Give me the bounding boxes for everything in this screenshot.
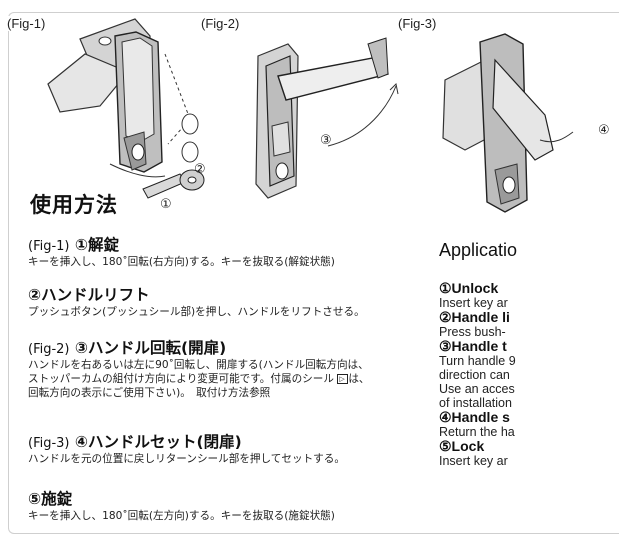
jp-s4-prefix: (Fig-3) xyxy=(28,436,70,451)
fig3-illustration xyxy=(442,33,574,213)
en-title: Applicatio xyxy=(439,240,518,260)
jp-section-2: ②ハンドルリフト プッシュボタン(プッシュシール部)を押し、ハンドルをリフトさせ… xyxy=(28,283,498,319)
jp-section-4: (Fig-3) ④ハンドルセット(閉扉) ハンドルを元の位置に戻しリターンシール… xyxy=(28,430,498,466)
jp-s3-body-1: ハンドルを右あるいは左に90˚回転し、開扉する(ハンドル回転方向は、 xyxy=(28,359,369,371)
fig2-illustration xyxy=(255,37,399,199)
callout-1: ① xyxy=(160,197,172,212)
callout-2: ② xyxy=(194,162,206,177)
fig1-label: (Fig-1) xyxy=(4,16,49,31)
jp-s1-body: キーを挿入し、180˚回転(右方向)する。キーを抜取る(解錠状態) xyxy=(28,256,335,268)
jp-section-1: (Fig-1) ①解錠 キーを挿入し、180˚回転(右方向)する。キーを抜取る(… xyxy=(28,233,498,269)
jp-s4-body: ハンドルを元の位置に戻しリターンシール部を押してセットする。 xyxy=(28,453,345,465)
jp-section-3: (Fig-2) ③ハンドル回転(開扉) ハンドルを右あるいは左に90˚回転し、開… xyxy=(28,336,498,400)
jp-title: 使用方法 xyxy=(30,193,118,217)
en-line-12: Insert key ar xyxy=(439,454,508,468)
jp-s5-heading: ⑤施錠 xyxy=(28,490,73,508)
en-line-8: of installation xyxy=(439,396,512,410)
en-line-5: Turn handle 9 xyxy=(439,354,516,368)
en-line-6: direction can xyxy=(439,368,510,382)
en-line-2: ②Handle li xyxy=(439,309,510,325)
en-line-9: ④Handle s xyxy=(439,409,510,425)
jp-section-5: ⑤施錠 キーを挿入し、180˚回転(左方向)する。キーを抜取る(施錠状態) xyxy=(28,487,498,523)
jp-s2-body: プッシュボタン(プッシュシール部)を押し、ハンドルをリフトさせる。 xyxy=(28,306,365,318)
jp-s3-body-2-wrap: ストッパーカムの組付け方向により変更可能です。付属のシール ▷は、 xyxy=(28,372,498,386)
en-line-10: Return the ha xyxy=(439,425,515,439)
fig1-illustration xyxy=(47,18,205,199)
jp-s3-heading: ③ハンドル回転(開扉) xyxy=(74,339,227,357)
en-line-1: Insert key ar xyxy=(439,296,508,310)
jp-s5-body: キーを挿入し、180˚回転(左方向)する。キーを抜取る(施錠状態) xyxy=(28,510,335,522)
en-line-0: ①Unlock xyxy=(439,281,499,296)
en-line-3: Press bush- xyxy=(439,325,506,339)
en-line-7: Use an acces xyxy=(439,382,515,396)
jp-s3-body-2: ストッパーカムの組付け方向により変更可能です。付属のシール xyxy=(28,373,338,385)
en-line-11: ⑤Lock xyxy=(439,438,485,454)
callout-4: ④ xyxy=(598,123,610,138)
seal-icon: ▷ xyxy=(337,374,349,384)
jp-s3-body-3: 回転方向の表示にご使用下さい)。 取付け方法参照 xyxy=(28,387,271,399)
fig3-label: (Fig-3) xyxy=(395,16,440,31)
fig2-label: (Fig-2) xyxy=(198,16,243,31)
en-line-4: ③Handle t xyxy=(439,338,507,354)
jp-s4-heading: ④ハンドルセット(閉扉) xyxy=(74,433,242,451)
jp-s3-prefix: (Fig-2) xyxy=(28,342,70,357)
jp-s1-heading: ①解錠 xyxy=(74,236,120,254)
callout-3: ③ xyxy=(320,133,332,148)
jp-s2-heading: ②ハンドルリフト xyxy=(28,286,150,304)
jp-s3-seal-suffix: は、 xyxy=(348,373,370,385)
jp-s1-prefix: (Fig-1) xyxy=(28,239,70,254)
en-instructions: ①Unlock Insert key ar ②Handle li Press b… xyxy=(439,281,619,468)
